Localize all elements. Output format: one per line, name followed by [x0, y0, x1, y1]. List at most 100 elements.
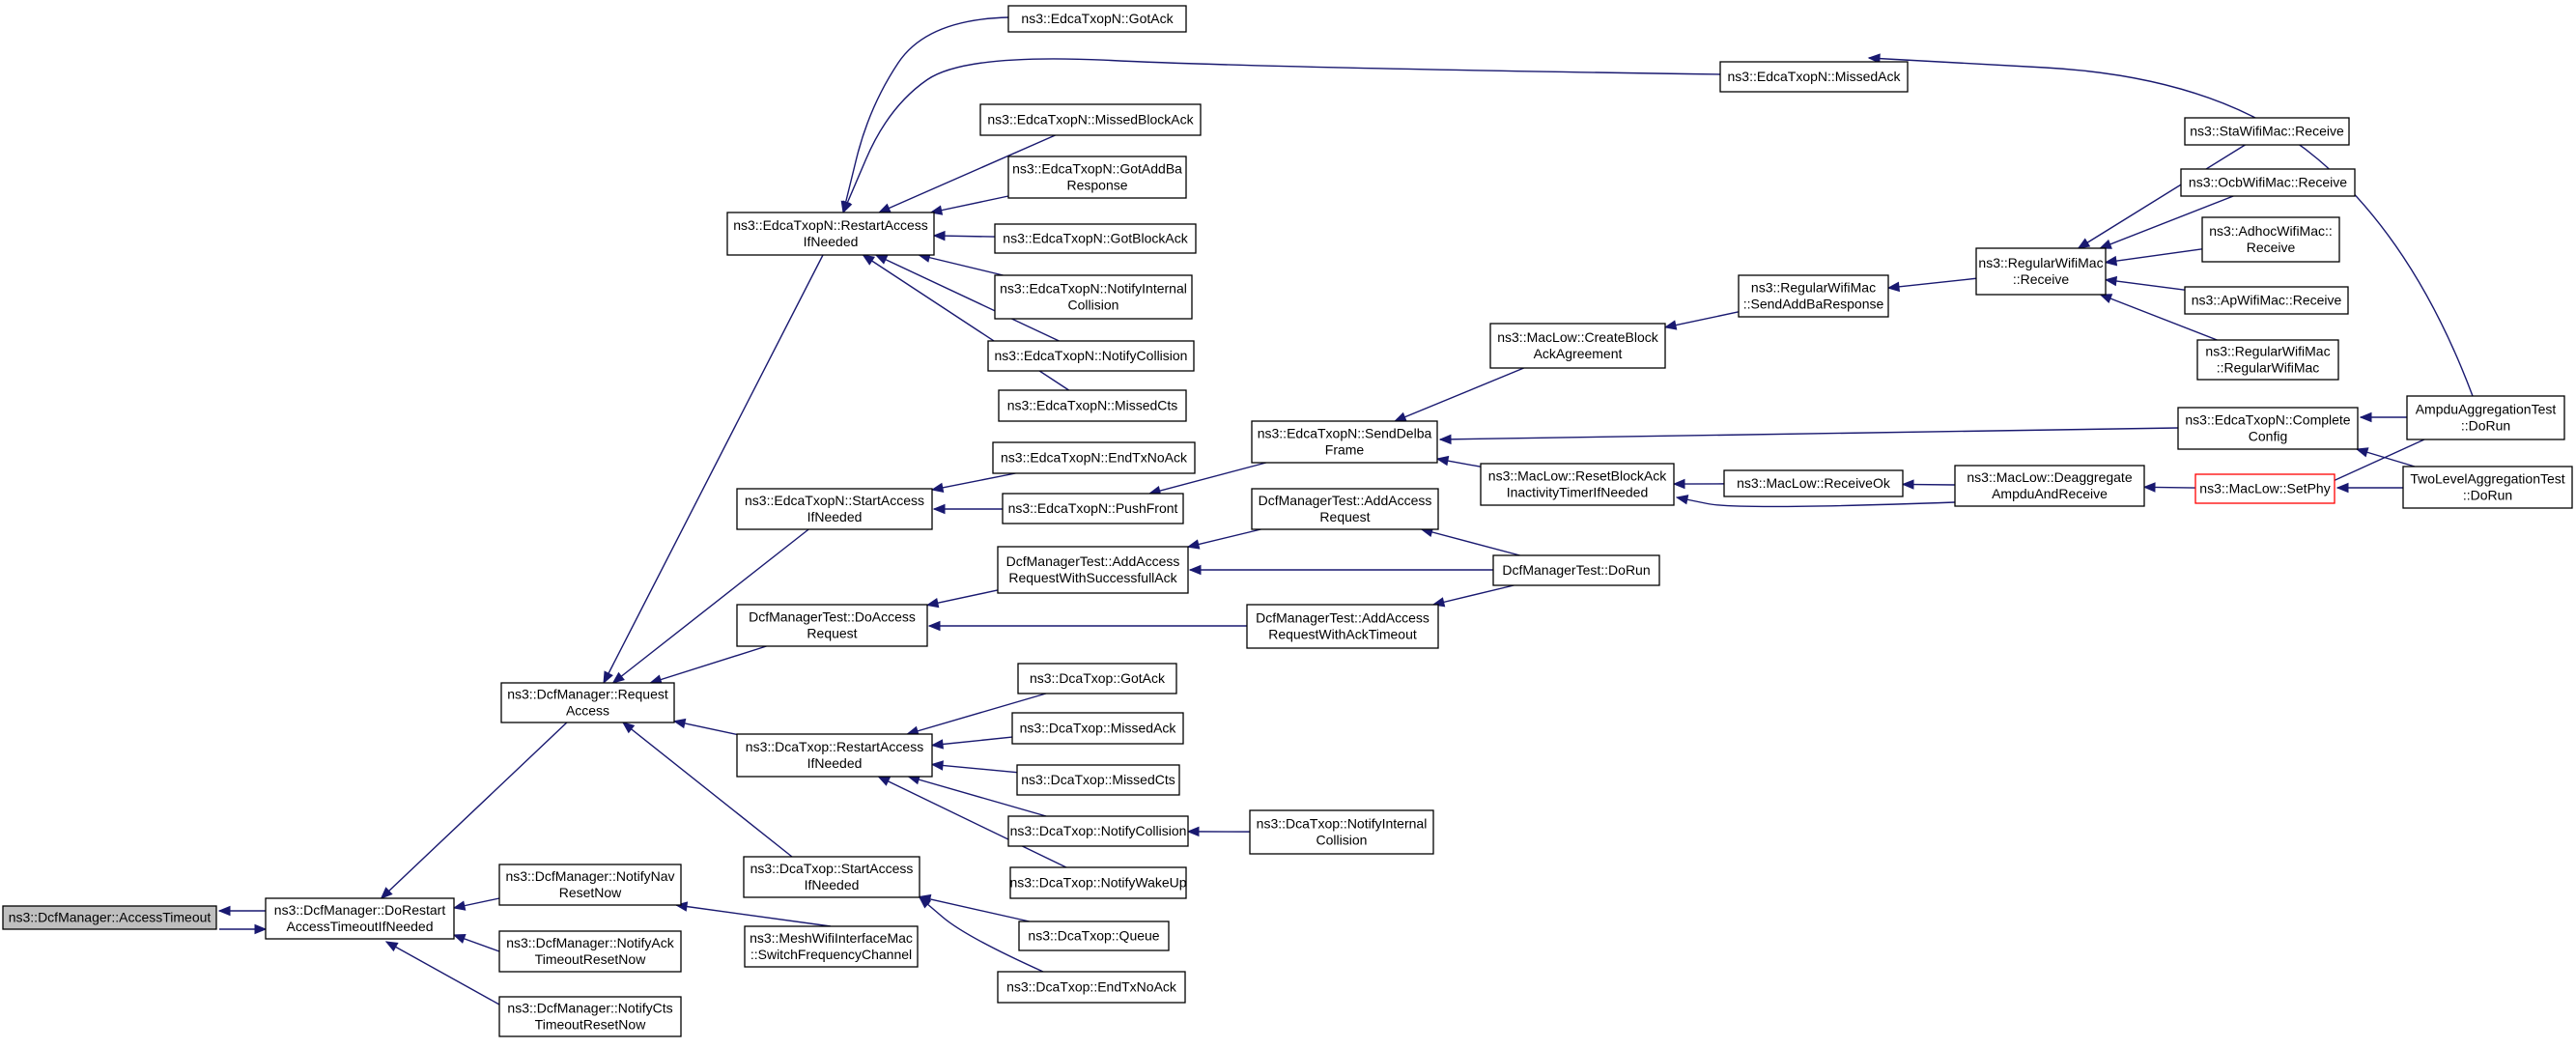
function-node[interactable]: ns3::RegularWifiMac::RegularWifiMac [2196, 339, 2339, 381]
edge-line [2100, 294, 2218, 341]
function-node[interactable]: ns3::MacLow::ReceiveOk [1723, 469, 1904, 497]
function-node[interactable]: ns3::DcfManager::AccessTimeout [2, 905, 217, 930]
function-node[interactable]: ns3::DcfManager::DoRestartAccessTimeoutI… [265, 897, 455, 940]
node-box [1246, 604, 1439, 649]
node-label: ns3::DcaTxop::NotifyWakeUp [1009, 875, 1186, 891]
function-node[interactable]: ns3::DcfManager::NotifyAckTimeoutResetNo… [498, 930, 682, 973]
function-node[interactable]: ns3::EdcaTxopN::GotBlockAck [994, 223, 1197, 254]
function-node[interactable]: ns3::RegularWifiMac::Receive [1975, 247, 2107, 296]
function-node[interactable]: ns3::EdcaTxopN::NotifyCollision [987, 340, 1195, 372]
function-node[interactable]: ns3::ApWifiMac::Receive [2184, 286, 2349, 315]
edge-line [603, 254, 824, 684]
edge-arrowhead [932, 503, 946, 515]
function-node[interactable]: ns3::DcaTxop::MissedCts [1016, 764, 1180, 796]
function-node[interactable]: ns3::EdcaTxopN::PushFront [1002, 493, 1184, 524]
node-box [2180, 168, 2356, 197]
edge-line [675, 904, 832, 927]
function-node[interactable]: ns3::EdcaTxopN::MissedAck [1719, 61, 1909, 93]
edge-arrowhead [621, 722, 636, 734]
node-label: Response [1066, 178, 1127, 193]
function-node[interactable]: ns3::EdcaTxopN::MissedCts [998, 389, 1187, 422]
function-node[interactable]: ns3::DcaTxop::NotifyWakeUp [1009, 866, 1187, 899]
function-node[interactable]: ns3::MacLow::SetPhy [2194, 473, 2335, 504]
node-label: AckAgreement [1534, 346, 1623, 361]
function-node[interactable]: ns3::DcaTxop::GotAck [1017, 663, 1177, 694]
edge-arrowhead [930, 760, 944, 771]
function-node[interactable]: DcfManagerTest::AddAccessRequestWithAckT… [1246, 604, 1439, 649]
edge-n48-to-n13 [1867, 53, 2474, 397]
function-node[interactable]: ns3::StaWifiMac::Receive [2184, 117, 2350, 146]
edge-arrowhead [672, 718, 687, 729]
function-node[interactable]: ns3::EdcaTxopN::MissedBlockAck [979, 103, 1202, 136]
node-box [1480, 463, 1675, 506]
edge-arrowhead [1867, 53, 1881, 64]
function-node[interactable]: TwoLevelAggregationTest::DoRun [2402, 466, 2573, 509]
function-node[interactable]: ns3::RegularWifiMac::SendAddBaResponse [1738, 274, 1889, 318]
edge-arrowhead [932, 230, 946, 241]
function-node[interactable]: ns3::MeshWifiInterfaceMac::SwitchFrequen… [744, 925, 919, 968]
edge-n3-to-n1 [452, 897, 500, 911]
edge-n15-to-n6 [929, 195, 1009, 215]
edge-arrowhead [217, 905, 231, 917]
function-node[interactable]: ns3::MacLow::ResetBlockAckInactivityTime… [1480, 463, 1675, 506]
node-box [1002, 493, 1184, 524]
edge-arrowhead [452, 933, 467, 944]
edge-arrowhead [1186, 826, 1200, 837]
edge-line [875, 254, 1060, 342]
node-label: IfNeeded [807, 509, 863, 524]
node-label: ::Receive [2013, 271, 2070, 287]
node-box [726, 212, 935, 256]
function-node[interactable]: ns3::EdcaTxopN::GotAck [1007, 5, 1187, 33]
node-box [2406, 395, 2565, 440]
node-label: ns3::DcfManager::NotifyCts [507, 1001, 672, 1016]
edge-line [907, 693, 1047, 735]
edge-arrowhead [877, 203, 892, 213]
node-box [1723, 469, 1904, 497]
edge-line [908, 776, 1047, 817]
edge-line [650, 645, 767, 684]
node-label: ns3::EdcaTxopN::MissedCts [1007, 398, 1178, 413]
edge-n8-to-n2 [649, 645, 767, 685]
function-node[interactable]: ns3::DcaTxop::Queue [1018, 921, 1170, 951]
edge-line [919, 896, 1044, 973]
function-node[interactable]: ns3::DcfManager::NotifyCtsTimeoutResetNo… [498, 996, 682, 1037]
function-node[interactable]: DcfManagerTest::DoRun [1492, 554, 1660, 586]
function-node[interactable]: ns3::AdhocWifiMac::Receive [2201, 216, 2340, 263]
node-label: IfNeeded [804, 234, 859, 249]
node-label: ns3::RegularWifiMac [1751, 280, 1876, 296]
node-box [2402, 466, 2573, 509]
function-node[interactable]: ns3::EdcaTxopN::EndTxNoAck [992, 441, 1196, 474]
edge-n37-to-n36 [1886, 277, 1977, 293]
function-node[interactable]: ns3::DcaTxop::MissedAck [1011, 712, 1184, 745]
edge-arrowhead [877, 776, 892, 786]
function-node[interactable]: DcfManagerTest::AddAccessRequestWithSucc… [997, 546, 1189, 594]
node-label: ns3::MacLow::ReceiveOk [1737, 475, 1891, 491]
node-box [2184, 286, 2349, 315]
edge-n0-to-n1 [219, 923, 268, 935]
function-node[interactable]: ns3::DcaTxop::NotifyCollision [1007, 815, 1189, 847]
function-node[interactable]: AmpduAggregationTest::DoRun [2406, 395, 2565, 440]
node-box [500, 682, 675, 723]
edge-line [1148, 462, 1267, 495]
function-node[interactable]: ns3::DcaTxop::EndTxNoAck [997, 971, 1186, 1004]
edge-n5-to-n1 [384, 941, 500, 1006]
node-label: ::DoRun [2463, 488, 2512, 503]
node-box [987, 340, 1195, 372]
function-node[interactable]: ns3::OcbWifiMac::Receive [2180, 168, 2356, 197]
node-box [1017, 663, 1177, 694]
